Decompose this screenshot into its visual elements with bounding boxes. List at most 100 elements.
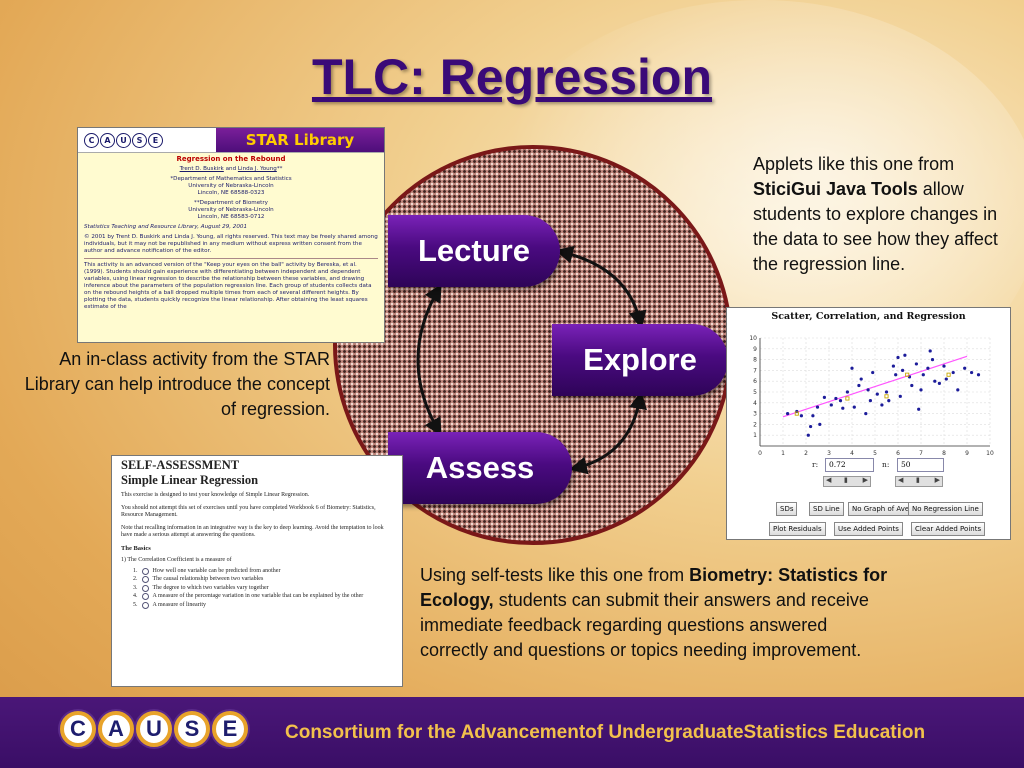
slide-title: TLC: Regression — [311, 49, 713, 105]
x-tick-label: 7 — [919, 450, 923, 457]
self-assessment-screenshot: SELF-ASSESSMENT Simple Linear Regression… — [111, 455, 403, 687]
cause-logo-small: C A U S E — [84, 132, 163, 148]
slider-left-icon[interactable]: ◀ — [898, 476, 904, 484]
data-point — [891, 364, 895, 368]
regression-line — [782, 355, 968, 418]
data-point — [970, 370, 974, 375]
x-tick-label: 3 — [827, 450, 831, 457]
added-point — [794, 411, 799, 416]
y-tick-label: 9 — [753, 346, 757, 353]
data-point — [928, 349, 932, 353]
no-graph-of-ave-button[interactable]: No Graph of Ave — [848, 502, 914, 516]
data-point — [795, 409, 799, 414]
radio-button[interactable] — [141, 584, 149, 592]
self-assessment-heading: SELF-ASSESSMENT — [121, 458, 240, 472]
radio-button[interactable] — [141, 601, 149, 609]
r-slider[interactable]: ◀ ▮ ▶ — [823, 476, 871, 487]
x-tick-label: 2 — [804, 450, 808, 457]
data-point — [857, 383, 861, 388]
slider-thumb-icon[interactable]: ▮ — [916, 476, 920, 484]
caption-text: Using self-tests like this one from — [420, 565, 690, 585]
cause-logo: C A U S E — [60, 711, 248, 747]
radio-button[interactable] — [141, 567, 149, 575]
article-title: Regression on the Rebound — [176, 155, 286, 163]
slider-thumb-icon[interactable]: ▮ — [844, 476, 848, 484]
data-point — [880, 403, 884, 407]
affiliation-2: **Department of Biometry University of N… — [84, 200, 378, 221]
use-added-points-button[interactable]: Use Added Points — [834, 522, 903, 536]
caption-emphasis: Biometry: Statistics for Ecology, — [420, 565, 888, 610]
x-tick-label: 1 — [781, 450, 785, 457]
data-point — [850, 366, 854, 370]
answer-options: 1.How well one variable can be predicted… — [133, 568, 393, 610]
data-point — [811, 414, 815, 418]
data-point — [818, 422, 822, 426]
question-text: 1) The Correlation Coefficient is a meas… — [121, 557, 232, 563]
author-link[interactable]: Trent D. Buskirk — [179, 166, 224, 172]
caption-text: Applets like this one from — [753, 154, 955, 174]
prerequisite-text: You should not attempt this set of exerc… — [121, 504, 376, 519]
plot-residuals-button[interactable]: Plot Residuals — [769, 522, 826, 536]
section-heading: The Basics — [121, 544, 151, 552]
caption-star-library: An in-class activity from the STAR Libra… — [24, 349, 330, 419]
data-point — [901, 368, 905, 372]
data-point — [809, 424, 813, 429]
copyright-text: © 2001 by Trent D. Buskirk and Linda J. … — [84, 234, 378, 254]
sd-line-button[interactable]: SD Line — [809, 502, 844, 516]
data-point — [944, 377, 948, 381]
x-tick-label: 8 — [942, 450, 946, 457]
slider-right-icon[interactable]: ▶ — [934, 476, 940, 484]
article-authors: Trent D. Buskirk and Linda J. Young** — [84, 166, 378, 173]
data-point — [951, 370, 955, 375]
abstract-text: This activity is an advanced version of … — [84, 262, 372, 310]
applet-title: Scatter, Correlation, and Regression — [771, 311, 966, 322]
lecture-pill: Lecture — [388, 215, 560, 287]
y-tick-label: 10 — [749, 335, 757, 342]
assess-pill: Assess — [388, 432, 572, 504]
data-point — [937, 381, 941, 385]
self-assessment-subheading: Simple Linear Regression — [121, 472, 259, 487]
radio-button[interactable] — [141, 576, 149, 584]
no-regression-line-button[interactable]: No Regression Line — [908, 502, 983, 516]
logo-letter: C — [60, 711, 96, 747]
data-point — [926, 366, 930, 370]
affiliation-city: Lincoln, NE 68583-0712 — [197, 214, 265, 220]
n-slider[interactable]: ◀ ▮ ▶ — [895, 476, 943, 487]
data-point — [898, 394, 902, 398]
data-point — [799, 414, 803, 418]
y-tick-label: 1 — [753, 432, 757, 439]
r-value-field[interactable]: 0.72 — [825, 458, 874, 472]
logo-letter: S — [174, 711, 210, 747]
data-point — [822, 395, 826, 399]
y-tick-label: 4 — [753, 400, 757, 407]
data-point — [845, 390, 849, 394]
clear-added-points-button[interactable]: Clear Added Points — [911, 522, 986, 536]
y-tick-label: 7 — [753, 367, 757, 374]
author-link[interactable]: Linda J. Young — [237, 166, 277, 172]
slider-right-icon[interactable]: ▶ — [862, 476, 868, 484]
data-point — [903, 353, 907, 357]
answer-option: 2.The causal relationship between two va… — [133, 576, 264, 584]
affiliation-org: University of Nebraska-Lincoln — [188, 207, 274, 213]
radio-button[interactable] — [141, 593, 149, 601]
note-text: Note that recalling information in an in… — [121, 524, 384, 539]
x-tick-label: 6 — [896, 450, 900, 457]
r-label: r: — [812, 460, 819, 469]
answer-label: How well one variable can be predicted f… — [152, 567, 281, 574]
data-point — [910, 383, 914, 388]
answer-label: A measure of the percentage variation in… — [152, 593, 364, 599]
data-point — [956, 388, 960, 392]
logo-letter: A — [100, 132, 115, 148]
data-point — [917, 407, 921, 411]
slider-left-icon[interactable]: ◀ — [826, 476, 832, 484]
x-tick-label: 10 — [986, 450, 994, 457]
sds-button[interactable]: SDs — [776, 502, 798, 516]
n-value-field[interactable]: 50 — [897, 458, 944, 472]
logo-letter: A — [98, 711, 134, 747]
n-label: n: — [882, 460, 890, 469]
logo-letter: E — [212, 711, 248, 747]
added-point — [905, 372, 910, 377]
data-point — [815, 405, 820, 409]
data-point — [887, 399, 891, 403]
